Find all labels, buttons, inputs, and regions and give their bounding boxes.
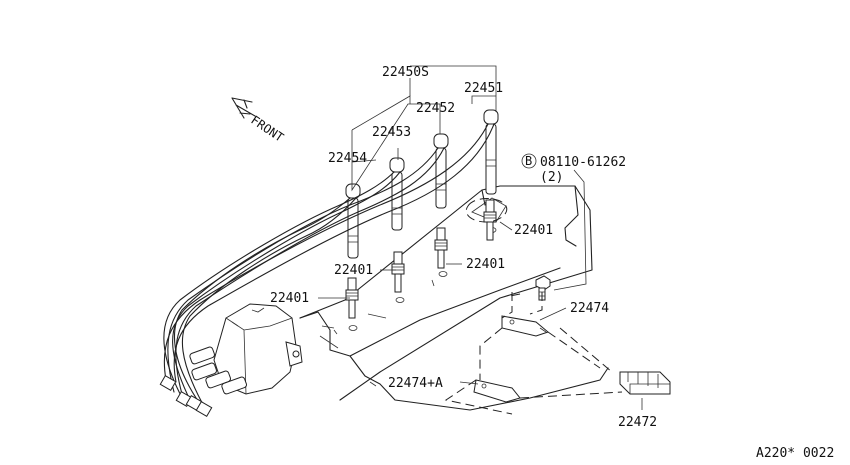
- assembly-dash-lines: [444, 198, 623, 415]
- plug-wires: [159, 123, 495, 418]
- valve-cover: [299, 185, 609, 411]
- label-bolt-number: 08110-61262: [540, 155, 626, 170]
- front-label: FRONT: [248, 113, 286, 145]
- wire-boot-22452: [433, 133, 449, 209]
- drawing-code: A220* 0022: [756, 446, 834, 461]
- label-22401-c: 22401: [334, 263, 373, 278]
- label-22401-b: 22401: [466, 257, 505, 272]
- wire-boot-22453: [389, 157, 405, 231]
- label-22452: 22452: [416, 101, 455, 116]
- label-22453: 22453: [372, 125, 411, 140]
- label-22474: 22474: [570, 301, 609, 316]
- label-22450s: 22450S: [382, 65, 429, 80]
- bolt-callout: B 08110-61262 (2): [521, 153, 626, 185]
- bolt: [535, 275, 551, 301]
- bracket-22474: [501, 315, 550, 337]
- label-22401-d: 22401: [270, 291, 309, 306]
- label-22454: 22454: [328, 151, 367, 166]
- plug-wire-boots: [345, 109, 499, 259]
- spark-plug-4: [345, 277, 359, 319]
- label-22472: 22472: [618, 415, 657, 430]
- label-22451: 22451: [464, 81, 503, 96]
- harness-clip-22472: [619, 371, 671, 395]
- front-arrow: FRONT: [231, 97, 286, 145]
- spark-plug-3: [391, 251, 405, 293]
- label-22401-a: 22401: [514, 223, 553, 238]
- part-labels: 22450S 22451 22452 22453 22454 22401 224…: [270, 65, 657, 430]
- wire-boot-22454: [345, 183, 361, 259]
- spark-plug-2: [434, 227, 448, 269]
- wire-boot-22451: [483, 109, 499, 195]
- bracket-22474a: [473, 379, 521, 403]
- leader-lines: [318, 65, 643, 410]
- label-bolt-qty: (2): [540, 170, 563, 185]
- distributor: [189, 303, 303, 395]
- label-22474a: 22474+A: [388, 376, 443, 391]
- spark-plug-1: [483, 199, 497, 241]
- spark-plugs: [345, 199, 497, 319]
- bolt-circle-letter: B: [525, 154, 532, 168]
